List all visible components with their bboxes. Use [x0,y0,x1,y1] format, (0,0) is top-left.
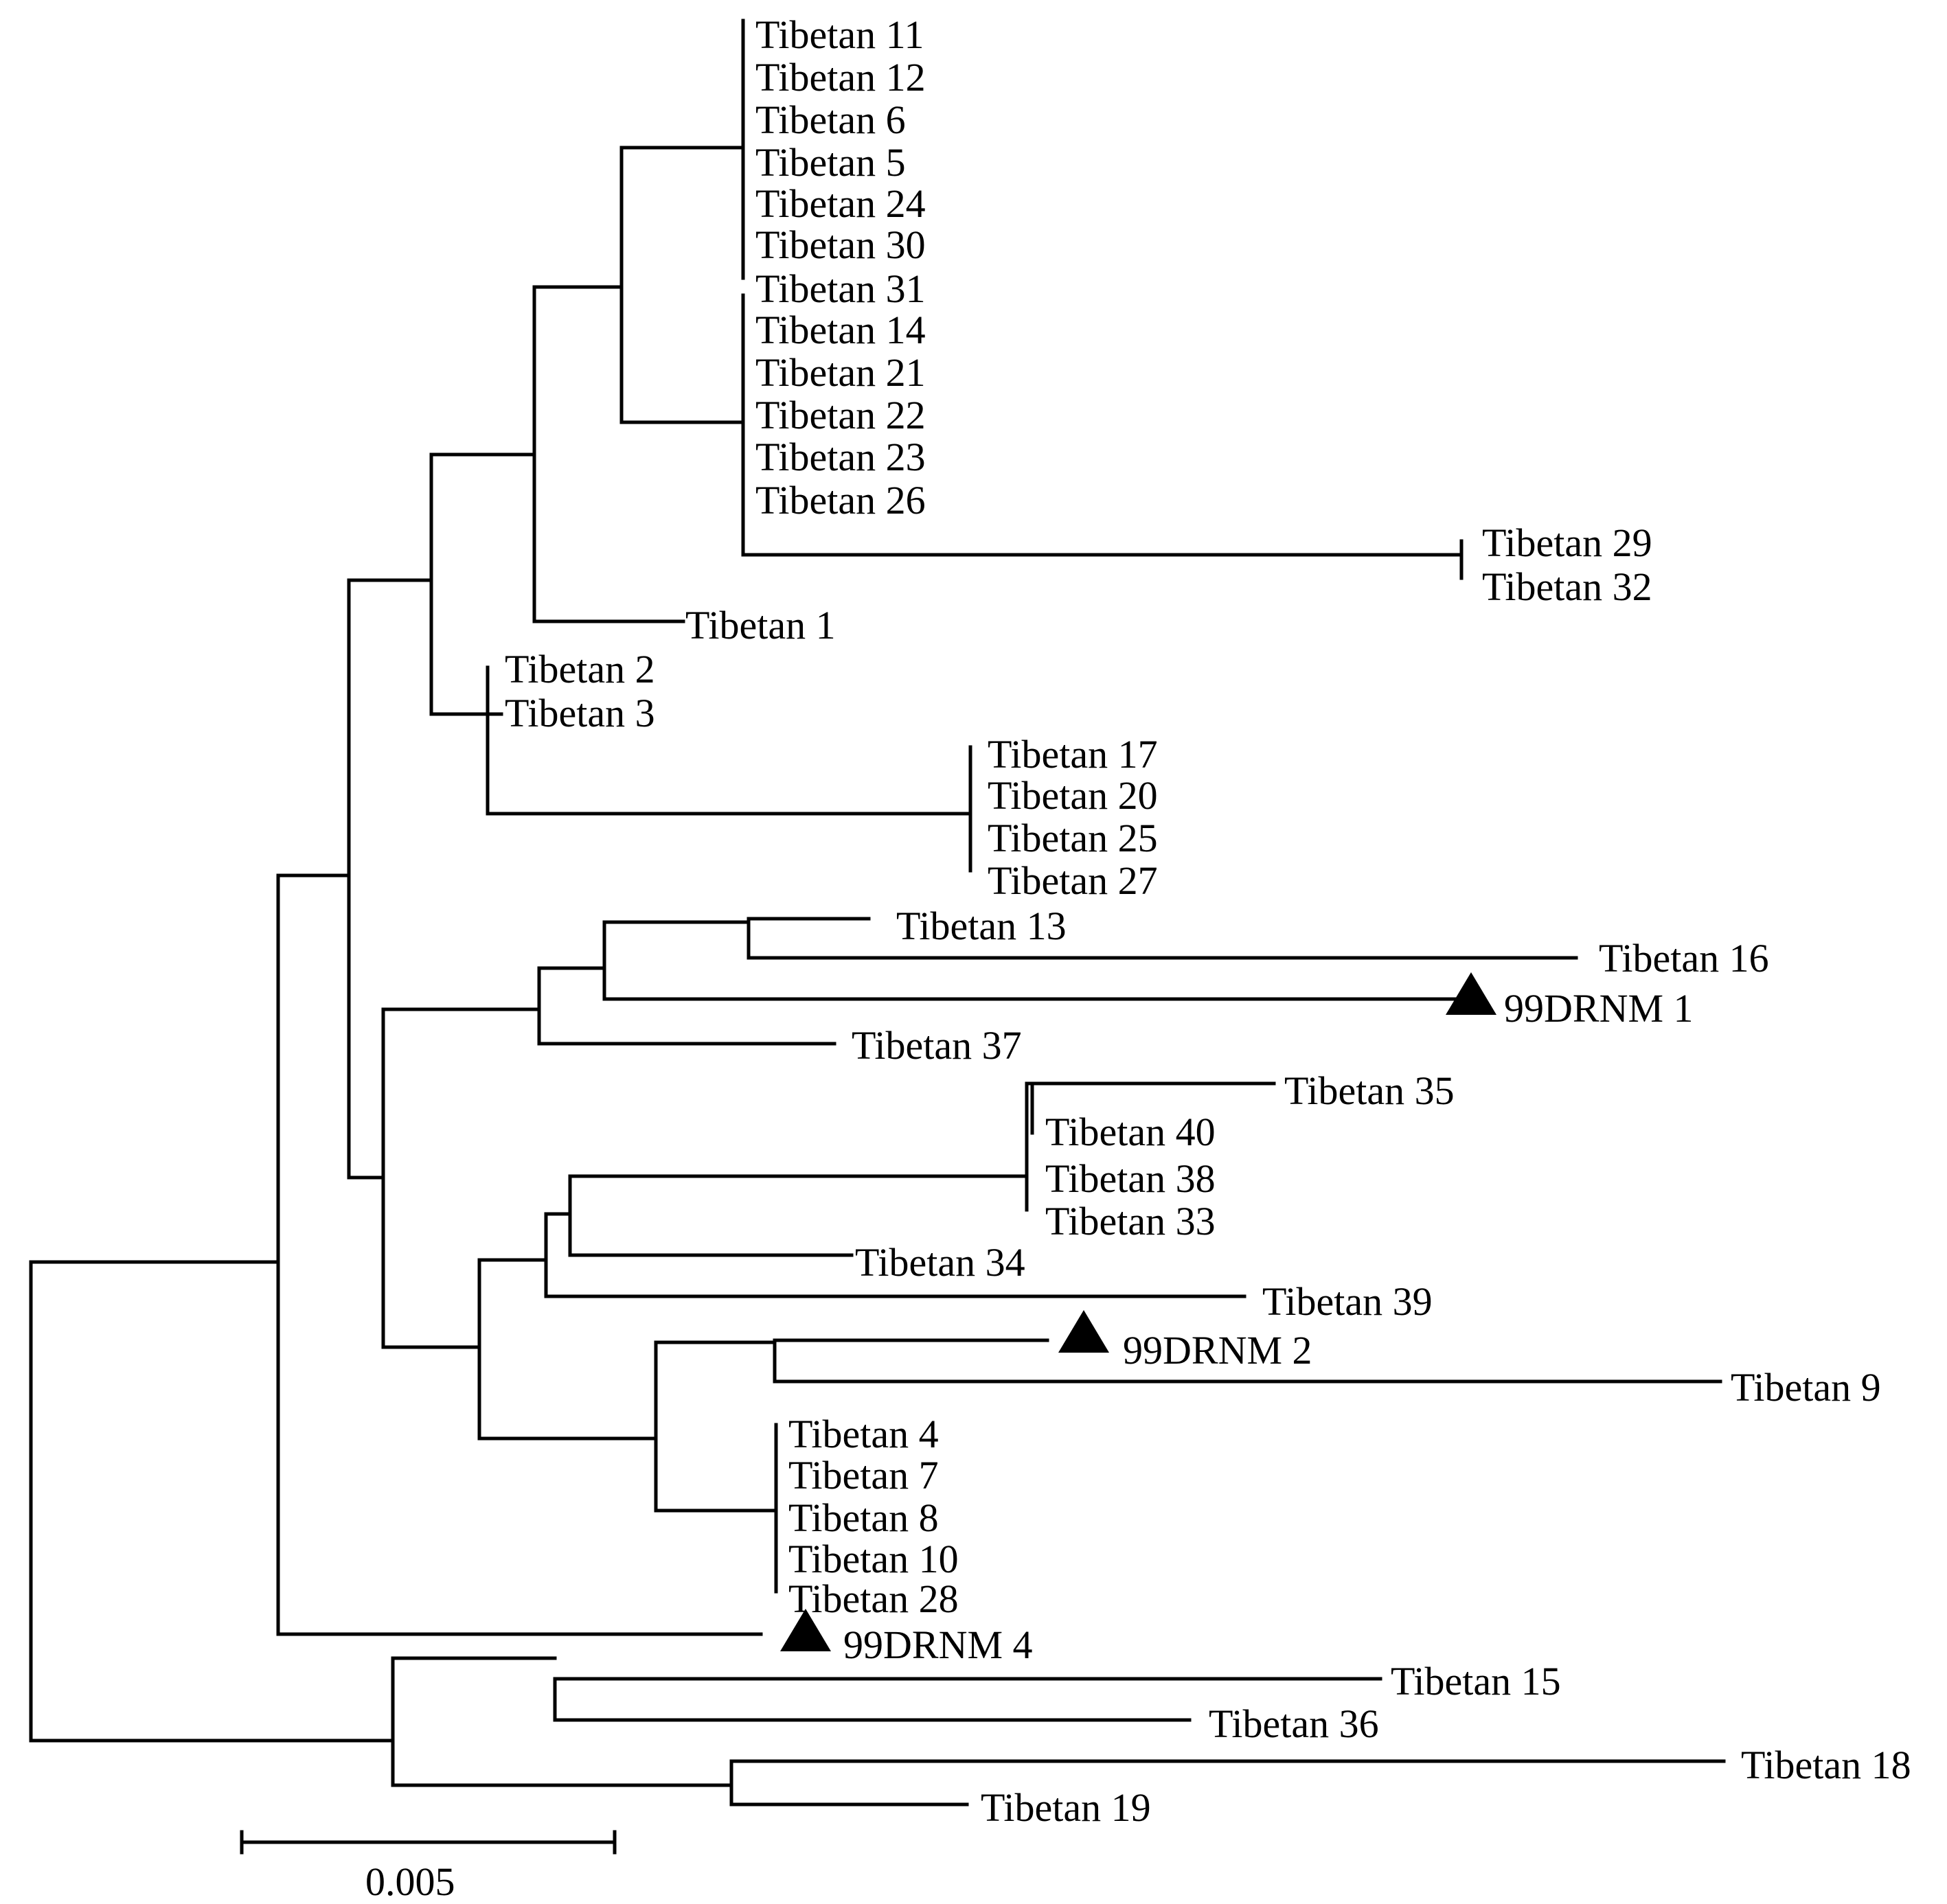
leaf-label: Tibetan 32 [1482,564,1652,609]
leaf-labels: Tibetan 11 Tibetan 12 Tibetan 6 Tibetan … [505,12,1911,1830]
triangle-icon [780,1609,831,1651]
leaf-label: Tibetan 19 [981,1785,1151,1830]
leaf-markers [780,972,1496,1651]
leaf-label: Tibetan 33 [1045,1199,1216,1243]
leaf-label: Tibetan 9 [1731,1365,1881,1410]
leaf-label: Tibetan 11 [755,12,924,57]
leaf-label: Tibetan 23 [755,435,926,479]
leaf-label: Tibetan 28 [788,1576,959,1621]
leaf-label: Tibetan 8 [788,1495,939,1540]
leaf-label: Tibetan 25 [988,816,1158,860]
leaf-label: Tibetan 17 [988,732,1158,777]
leaf-label: Tibetan 35 [1284,1068,1455,1113]
leaf-label: Tibetan 40 [1045,1110,1216,1154]
leaf-label: Tibetan 27 [988,858,1158,903]
triangle-icon [1446,972,1496,1015]
leaf-label: Tibetan 30 [755,222,926,267]
leaf-label: Tibetan 2 [505,647,655,691]
leaf-label: Tibetan 1 [685,603,836,647]
scale-bar-label: 0.005 [365,1859,455,1904]
leaf-label: Tibetan 16 [1599,936,1769,980]
leaf-label: Tibetan 12 [755,55,926,100]
scale-bar: 0.005 [240,1830,617,1904]
leaf-label: Tibetan 38 [1045,1156,1216,1201]
leaf-label: Tibetan 15 [1391,1659,1561,1704]
leaf-label: Tibetan 18 [1741,1743,1911,1787]
leaf-label: Tibetan 24 [755,181,926,226]
leaf-label: Tibetan 26 [755,478,926,523]
leaf-label: Tibetan 31 [755,266,926,311]
leaf-label: 99DRNM 2 [1123,1328,1312,1373]
leaf-label: 99DRNM 4 [843,1622,1033,1667]
leaf-label: Tibetan 39 [1262,1279,1433,1324]
leaf-label: Tibetan 6 [755,98,906,142]
leaf-label: Tibetan 34 [855,1240,1025,1285]
triangle-icon [1058,1310,1109,1353]
leaf-label: Tibetan 22 [755,393,926,437]
leaf-label: Tibetan 10 [788,1537,959,1581]
leaf-label: Tibetan 14 [755,308,926,352]
leaf-label: Tibetan 37 [852,1023,1022,1068]
tree-branches [29,19,1726,1806]
leaf-label: Tibetan 36 [1209,1701,1379,1746]
leaf-label: Tibetan 21 [755,350,926,395]
leaf-label: Tibetan 13 [896,904,1067,948]
leaf-label: Tibetan 20 [988,773,1158,818]
leaf-label: Tibetan 4 [788,1412,939,1456]
leaf-label: 99DRNM 1 [1504,986,1694,1031]
leaf-label: Tibetan 29 [1482,520,1652,565]
leaf-label: Tibetan 5 [755,140,906,185]
leaf-label: Tibetan 7 [788,1453,939,1498]
leaf-label: Tibetan 3 [505,691,655,735]
